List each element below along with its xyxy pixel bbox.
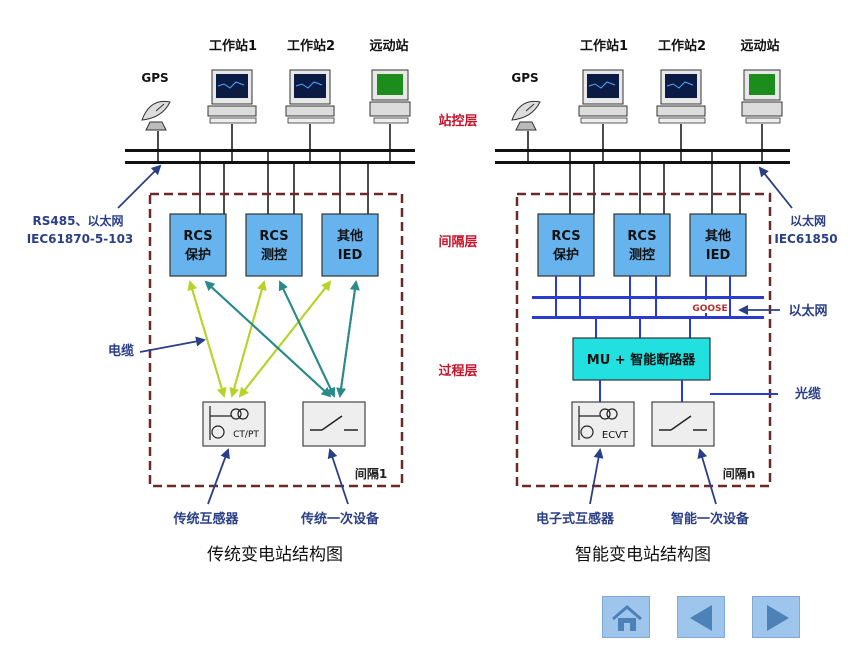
left-bay-label: 间隔1 [355, 466, 387, 481]
right-bus-drops [527, 124, 763, 214]
right-station-bus [495, 149, 790, 152]
left-bus-drops [157, 124, 391, 214]
left-ied-3-line1: 其他 [337, 228, 363, 244]
left-sensor-label: 传统互感器 [172, 511, 239, 527]
left-bay-boundary [148, 192, 404, 488]
goose-label-bg [692, 300, 728, 313]
left-ctpt-label: CT/PT [233, 430, 259, 440]
left-remote-station-label: 远动站 [369, 38, 408, 54]
left-ied-rcs-control [245, 213, 303, 277]
right-protocol-line1: 以太网 [790, 213, 826, 228]
right-workstation-1-label: 工作站1 [580, 38, 628, 54]
left-transformer-icon [209, 406, 249, 440]
right-ied-2-line1: RCS [627, 229, 656, 244]
right-sensor-arrow [589, 448, 604, 505]
layer-labels: 站控层 间隔层 过程层 [438, 113, 477, 379]
right-protocol-arrow [758, 166, 793, 209]
right-ied-rcs-protection [537, 213, 595, 277]
right-sensor-label: 电子式互感器 [536, 511, 615, 527]
left-control-lines [204, 280, 360, 398]
right-station-bus-2 [495, 161, 790, 164]
mu-label: MU + 智能断路器 [587, 352, 696, 368]
left-ied-2-line2: 测控 [261, 247, 287, 263]
left-workstation-1-icon [207, 69, 257, 124]
left-primary-label: 传统一次设备 [300, 511, 380, 527]
left-station-bus [125, 149, 415, 152]
station-layer-label: 站控层 [438, 113, 477, 129]
left-diagram: 工作站1 工作站2 远动站 GPS RCS 保护 RCS [27, 38, 415, 565]
left-switch-icon [310, 415, 358, 431]
right-ied-1-line1: RCS [551, 229, 580, 244]
right-ied-3-line1: 其他 [705, 228, 731, 244]
right-workstation-1-icon [578, 69, 628, 124]
bay-layer-label: 间隔层 [438, 234, 477, 250]
right-transformer-icon [578, 406, 618, 440]
right-ied-rcs-control [613, 213, 671, 277]
right-bay-label: 间隔n [723, 466, 756, 481]
left-ied-rcs-protection [169, 213, 227, 277]
right-ethernet-label: 以太网 [788, 303, 827, 319]
left-caption: 传统变电站结构图 [207, 545, 343, 565]
prev-arrow-icon [690, 605, 712, 631]
right-workstation-2-label: 工作站2 [658, 38, 706, 54]
right-ied-other [689, 213, 747, 277]
right-ied-3-line2: IED [706, 248, 731, 263]
left-ied-other [321, 213, 379, 277]
process-layer-label: 过程层 [438, 363, 477, 379]
right-remote-station-label: 远动站 [740, 38, 779, 54]
goose-label: GOOSE [692, 304, 727, 314]
left-protocol-line2: IEC61870-5-103 [27, 232, 134, 246]
right-remote-station-icon [741, 69, 783, 124]
left-gps-dish-icon [141, 100, 171, 131]
home-icon [612, 605, 642, 631]
right-switch-icon [659, 415, 707, 431]
right-gps-dish-icon [511, 100, 541, 131]
left-remote-station-icon [369, 69, 411, 124]
right-smart-primary-device [651, 401, 715, 447]
left-cable-label: 电缆 [108, 343, 134, 359]
left-sensor-arrow [207, 448, 230, 505]
next-arrow-icon [767, 605, 789, 631]
right-ied-2-line2: 测控 [629, 247, 655, 263]
right-goose-bus-2 [532, 316, 764, 319]
right-primary-label: 智能一次设备 [671, 511, 750, 527]
right-workstation-2-icon [656, 69, 706, 124]
left-workstation-2-icon [285, 69, 335, 124]
left-gps-label: GPS [141, 71, 168, 85]
left-protocol-arrow [117, 164, 162, 209]
mu-smart-breaker [572, 337, 711, 381]
right-protocol-line2: IEC61850 [774, 232, 837, 246]
left-primary-switch-device [302, 401, 366, 447]
right-gps-label: GPS [511, 71, 538, 85]
left-ied-3-line2: IED [338, 248, 363, 263]
next-button[interactable] [752, 596, 800, 638]
right-primary-arrow [697, 448, 717, 505]
left-primary-arrow [327, 448, 349, 505]
left-cable-arrow [139, 336, 206, 353]
left-workstation-2-label: 工作站2 [287, 38, 335, 54]
right-caption: 智能变电站结构图 [575, 545, 711, 565]
left-protocol-line1: RS485、以太网 [33, 213, 124, 228]
home-button[interactable] [602, 596, 650, 638]
left-ied-1-line2: 保护 [184, 247, 211, 263]
right-fiber-lines [599, 380, 778, 402]
left-station-bus-2 [125, 161, 415, 164]
prev-button[interactable] [677, 596, 725, 638]
right-goose-bus-1 [532, 296, 764, 299]
left-cable-lines [187, 280, 332, 398]
right-ecvt-label: ECVT [602, 430, 629, 441]
left-workstation-1-label: 工作站1 [209, 38, 257, 54]
right-ied-1-line2: 保护 [552, 247, 579, 263]
right-fiber-label: 光缆 [794, 386, 821, 402]
right-diagram: 工作站1 工作站2 远动站 GPS RCS 保护 RCS 测控 [495, 38, 838, 565]
left-ied-2-line1: RCS [259, 229, 288, 244]
left-ied-1-line1: RCS [183, 229, 212, 244]
right-bay-boundary [515, 192, 772, 488]
